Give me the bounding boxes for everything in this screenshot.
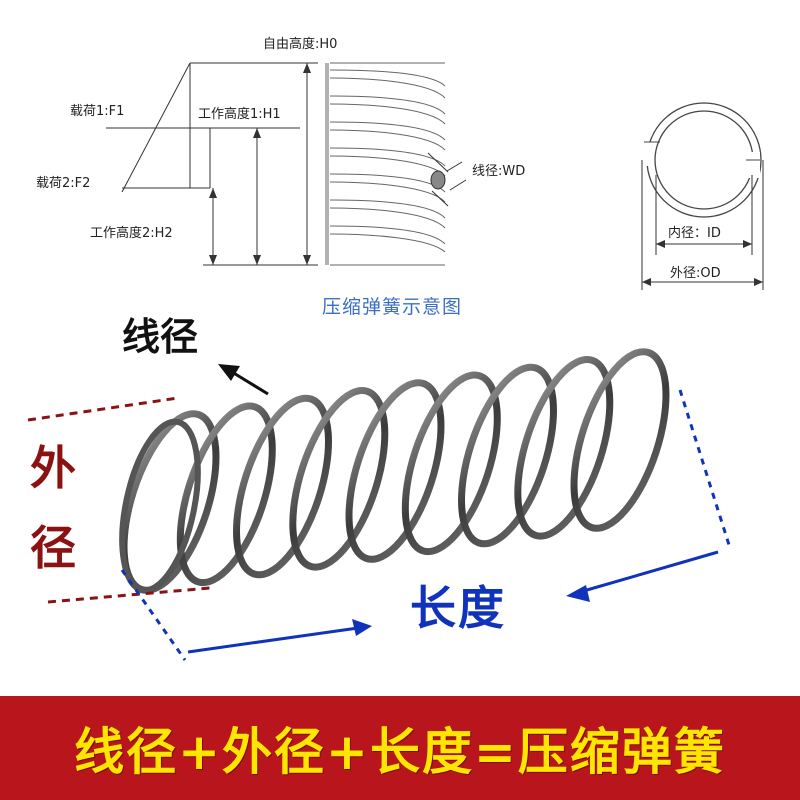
free-height-label: 自由高度:H0 bbox=[263, 37, 338, 52]
wire-diameter-label: 线径:WD bbox=[472, 164, 526, 179]
technical-drawing bbox=[106, 62, 764, 290]
spring-coil bbox=[176, 402, 276, 587]
wire-section bbox=[427, 152, 467, 207]
outer-diameter-guides bbox=[27, 396, 211, 604]
work-height1-label: 工作高度1:H1 bbox=[198, 107, 281, 122]
spring-coil bbox=[233, 394, 332, 579]
diagram-caption: 压缩弹簧示意图 bbox=[322, 296, 463, 318]
length-label: 长度 bbox=[410, 581, 506, 635]
outer-label-top: 外 bbox=[30, 441, 76, 495]
work-height2-label: 工作高度2:H2 bbox=[90, 226, 173, 241]
spring-coil bbox=[514, 356, 614, 540]
spring-coil bbox=[401, 371, 501, 556]
length-arrows bbox=[187, 550, 719, 654]
spring-coils bbox=[119, 348, 670, 594]
wire-label: 线径 bbox=[122, 315, 199, 359]
spring-coil bbox=[289, 387, 389, 571]
bottom-banner: 线径+外径+长度=压缩弹簧 bbox=[0, 696, 800, 800]
outer-diameter-label: 外径:OD bbox=[670, 266, 721, 281]
load2-label: 载荷2:F2 bbox=[36, 176, 91, 191]
length-guides bbox=[120, 389, 732, 661]
spring-coil bbox=[458, 363, 557, 548]
inner-diameter-label: 内径：ID bbox=[666, 222, 723, 241]
dimension-lines bbox=[106, 62, 318, 266]
banner-text: 线径+外径+长度=压缩弹簧 bbox=[74, 723, 726, 781]
spring-end-coil bbox=[119, 418, 201, 594]
outer-label-bottom: 径 bbox=[30, 521, 76, 575]
spring-coil bbox=[345, 379, 445, 563]
dimension-arrows bbox=[209, 63, 311, 265]
end-view-arrows bbox=[642, 240, 763, 286]
spring-coil bbox=[570, 348, 670, 532]
load1-label: 载荷1:F1 bbox=[70, 104, 125, 119]
spring-photo bbox=[27, 348, 732, 661]
wire-arrow bbox=[218, 364, 269, 396]
spring-side-view bbox=[325, 62, 446, 266]
spring-end-view bbox=[640, 102, 764, 290]
